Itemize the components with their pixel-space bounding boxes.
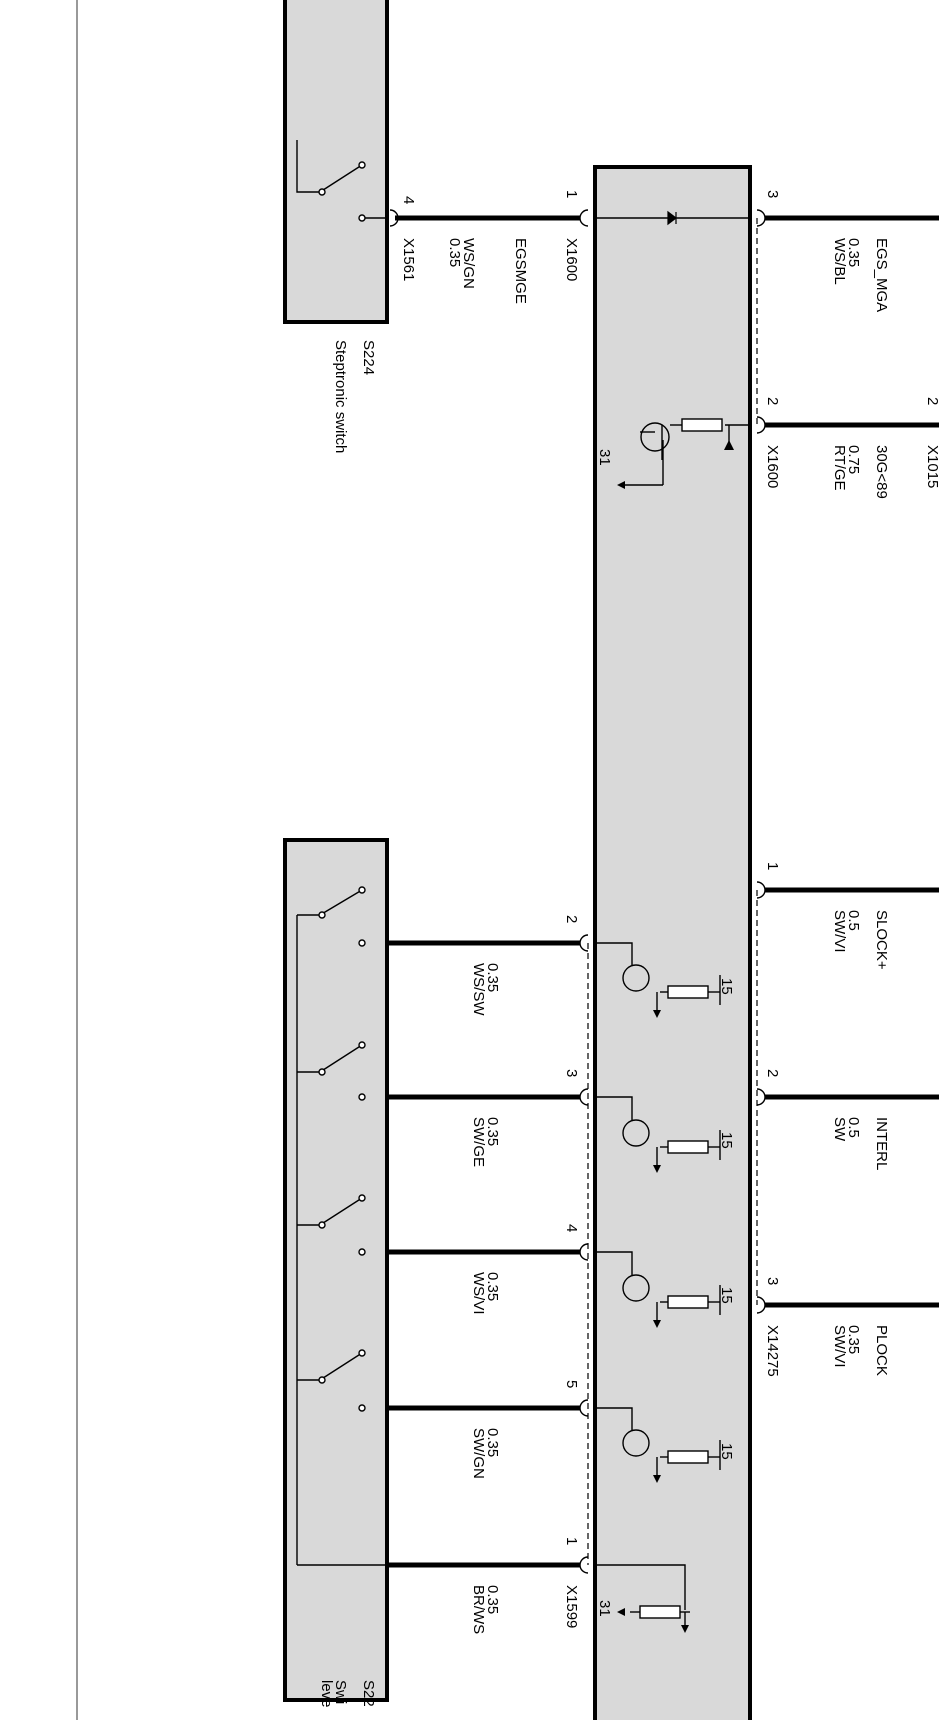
- pin-right-1: 1: [764, 862, 781, 870]
- pin-lever-4: 4: [563, 1224, 580, 1232]
- label-15-c: 15: [718, 1287, 735, 1304]
- connector-arcs-right: [756, 881, 766, 1314]
- s224-switch-contact: [296, 140, 387, 222]
- label-w6-color: WS/VI: [470, 1272, 487, 1315]
- pin-cut-2: 2: [924, 397, 939, 405]
- label-w7-size: 0.35: [484, 1428, 501, 1457]
- diode-icon: [667, 210, 677, 226]
- s224-steptronic-switch-box: [283, 0, 389, 324]
- pin-ecu-3: 3: [764, 190, 781, 198]
- label-w6-size: 0.35: [484, 1272, 501, 1301]
- s22-selector-lever-switch-box: [283, 838, 389, 1702]
- label-x1600: X1600: [563, 238, 580, 281]
- label-w7-color: SW/GN: [470, 1428, 487, 1479]
- label-31-b: 31: [596, 1600, 613, 1617]
- pin-lever-3: 3: [563, 1069, 580, 1077]
- label-w1-color: WS/GN: [460, 238, 477, 289]
- label-w3-color: RT/GE: [831, 445, 848, 491]
- label-w2-size: 0.35: [845, 238, 862, 267]
- pin-s224-4: 4: [400, 196, 417, 204]
- component-s22-id: S22: [360, 1680, 377, 1707]
- label-x1600-b: X1600: [764, 445, 781, 488]
- pin-ecu-1: 1: [563, 190, 580, 198]
- label-r1-size: 0.5: [845, 910, 862, 931]
- label-x14275: X14275: [764, 1325, 781, 1377]
- label-15-a: 15: [718, 978, 735, 995]
- label-x1561: X1561: [400, 238, 417, 281]
- label-egs-mga: EGS_MGA: [873, 238, 890, 312]
- label-15-b: 15: [718, 1132, 735, 1149]
- label-15-d: 15: [718, 1443, 735, 1460]
- component-s224-name: Steptronic switch: [332, 340, 349, 453]
- pin-ecu-2: 2: [764, 397, 781, 405]
- component-s22-name-1: Swi: [332, 1680, 349, 1704]
- connector-arcs-bottom: [579, 934, 589, 1574]
- label-plock: PLOCK: [873, 1325, 890, 1376]
- pin-right-2: 2: [764, 1069, 781, 1077]
- label-egsmge: EGSMGE: [512, 238, 529, 304]
- lever-switch-contacts: [296, 886, 387, 1566]
- label-r3-size: 0.35: [845, 1325, 862, 1354]
- connector-arcs-top: [389, 209, 766, 434]
- label-r2-size: 0.5: [845, 1117, 862, 1138]
- label-x1599: X1599: [563, 1585, 580, 1628]
- label-w4-color: WS/SW: [470, 963, 487, 1016]
- label-w4-size: 0.35: [484, 963, 501, 992]
- label-interl: INTERL: [873, 1117, 890, 1170]
- label-x1015: X1015: [924, 445, 939, 488]
- label-w8-size: 0.35: [484, 1585, 501, 1614]
- pin-lever-5: 5: [563, 1380, 580, 1388]
- label-w3-size: 0.75: [845, 445, 862, 474]
- pin-lever-1: 1: [563, 1537, 580, 1545]
- label-30g: 30G<89: [873, 445, 890, 499]
- label-r3-color: SW/VI: [831, 1325, 848, 1368]
- label-w2-color: WS/BL: [831, 238, 848, 285]
- label-31-a: 31: [596, 449, 613, 466]
- label-r2-color: SW: [831, 1117, 848, 1142]
- label-r1-color: SW/VI: [831, 910, 848, 953]
- pin-lever-2: 2: [563, 915, 580, 923]
- label-w5-size: 0.35: [484, 1117, 501, 1146]
- label-w5-color: SW/GE: [470, 1117, 487, 1167]
- label-w8-color: BR/WS: [470, 1585, 487, 1634]
- label-w1-size: 0.35: [446, 238, 463, 267]
- transistor-icon: [617, 418, 750, 489]
- component-s224-id: S224: [360, 340, 377, 375]
- pin-right-3: 3: [764, 1277, 781, 1285]
- component-s22-name-2: leve: [318, 1680, 335, 1708]
- input-transistor-stages: [595, 942, 721, 1633]
- label-slock: SLOCK+: [873, 910, 890, 970]
